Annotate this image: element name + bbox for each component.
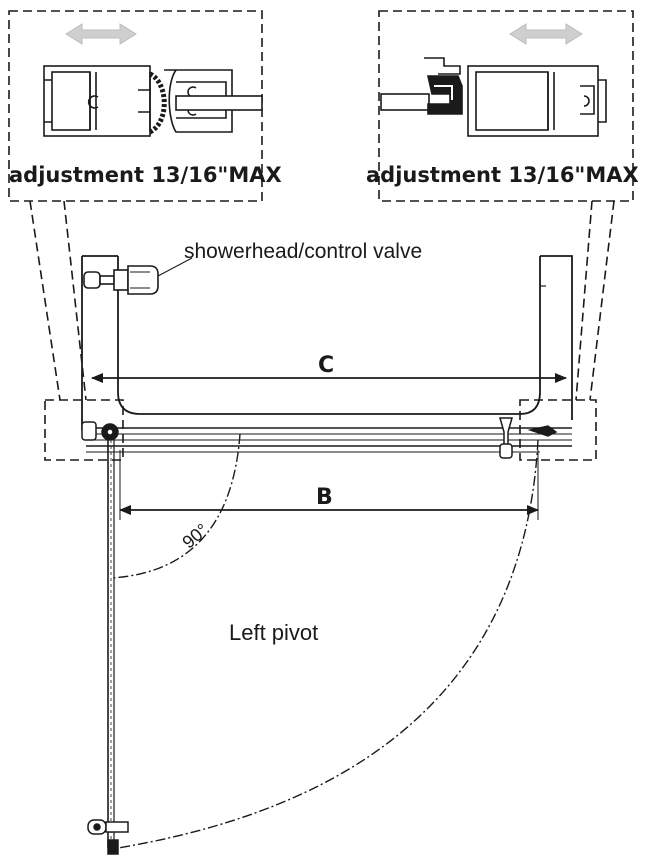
dimension-c: C <box>91 353 567 383</box>
shower-plan-view: showerhead/control valve C <box>44 240 597 855</box>
showerhead-valve-icon <box>83 265 159 295</box>
angle-arc <box>111 433 241 579</box>
right-detail-zone <box>519 399 597 461</box>
dimension-b: B <box>119 450 539 520</box>
angle-label: 90° <box>178 520 212 553</box>
left-adjust-arrow-icon <box>65 23 137 45</box>
left-adjustment-label: adjustment 13/16"MAX <box>9 163 282 187</box>
door-track <box>86 427 572 453</box>
left-detail-callout: adjustment 13/16"MAX <box>8 10 282 202</box>
door-swing-arc <box>117 439 539 849</box>
right-detail-callout: adjustment 13/16"MAX <box>366 10 639 202</box>
pivot-hinge-icon <box>81 421 119 441</box>
door-handle-icon <box>499 417 513 459</box>
left-detail-zone <box>44 399 124 461</box>
left-profile-section <box>43 65 263 137</box>
pivot-label: Left pivot <box>229 620 318 645</box>
callout-connectors <box>29 200 615 401</box>
dimension-b-label: B <box>316 485 333 510</box>
latch-icon <box>527 425 558 437</box>
showerhead-label: showerhead/control valve <box>184 240 422 263</box>
dimension-c-label: C <box>318 353 334 378</box>
right-adjust-arrow-icon <box>509 23 583 45</box>
right-profile-section <box>380 57 607 137</box>
open-door-panel <box>107 440 115 848</box>
open-door-handle-icon <box>87 819 129 855</box>
right-adjustment-label: adjustment 13/16"MAX <box>366 163 639 187</box>
